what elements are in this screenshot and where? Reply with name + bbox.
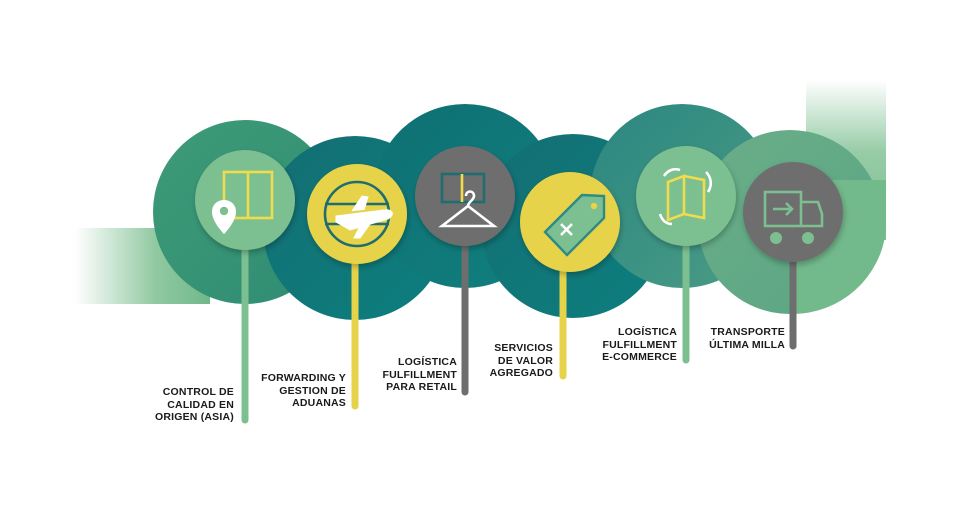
step-ultima-milla	[743, 162, 843, 262]
step-forwarding	[307, 164, 407, 264]
globe-plane-icon	[323, 180, 393, 248]
step-circles	[195, 146, 843, 272]
step-valor-agregado	[520, 172, 620, 272]
pin-stems	[241, 236, 797, 424]
step-control-calidad	[195, 150, 295, 250]
step-fulfillment-retail	[415, 146, 515, 246]
price-tag-icon	[543, 193, 606, 257]
hanger-icon	[438, 172, 498, 228]
step-fulfillment-ecommerce	[636, 146, 736, 246]
box-arrows-icon	[658, 167, 713, 226]
step-circle-6	[743, 162, 843, 262]
step-circle-5	[636, 146, 736, 246]
label-forwarding: FORWARDING Y GESTION DE ADUANAS	[261, 372, 346, 409]
label-valor-agregado: SERVICIOS DE VALOR AGREGADO	[489, 342, 553, 379]
label-ultima-milla: TRANSPORTE ÚLTIMA MILLA	[709, 326, 785, 351]
label-fulfillment-ecommerce: LOGÍSTICA FULFILLMENT E-COMMERCE	[602, 326, 677, 363]
step-circle-1	[195, 150, 295, 250]
map-pin-book-icon	[212, 170, 274, 234]
label-fulfillment-retail: LOGÍSTICA FULFILLMENT PARA RETAIL	[382, 356, 457, 393]
label-control-calidad: CONTROL DE CALIDAD EN ORIGEN (ASIA)	[154, 386, 234, 423]
delivery-truck-icon	[763, 190, 824, 244]
